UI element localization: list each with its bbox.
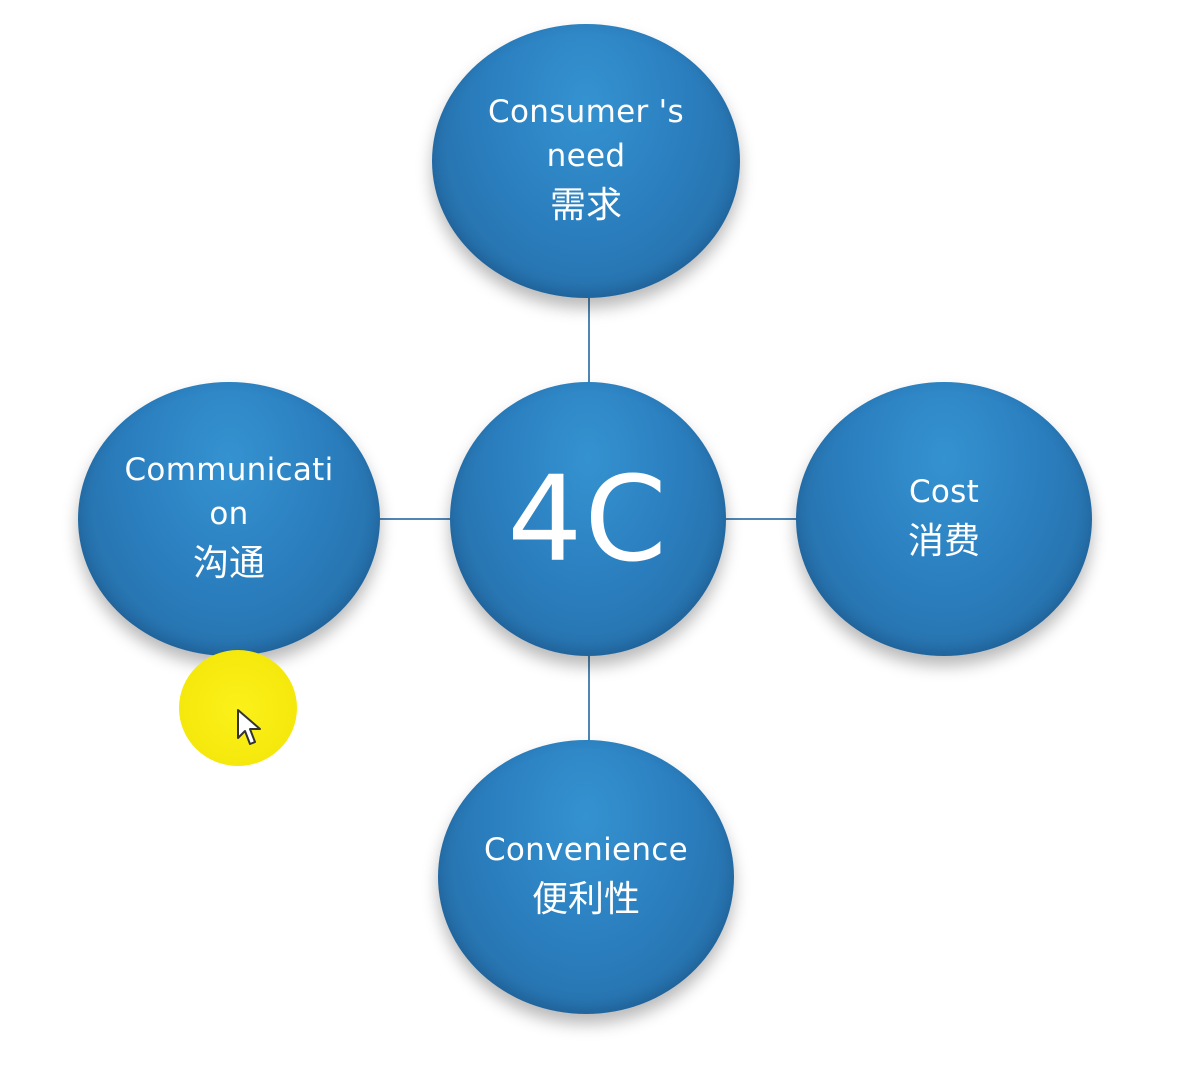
node-consumer-need-zh: 需求 <box>549 185 622 226</box>
node-communication-zh: 沟通 <box>192 543 265 584</box>
node-center-4c: 4C <box>450 382 726 656</box>
node-cost-en: Cost <box>908 474 980 510</box>
center-label: 4C <box>507 450 669 588</box>
node-communication: Communication 沟通 <box>78 382 380 656</box>
node-convenience-zh: 便利性 <box>531 879 640 920</box>
node-consumer-need-en: Consumer 's need <box>488 94 684 174</box>
node-cost-zh: 消费 <box>907 521 980 562</box>
node-convenience: Convenience 便利性 <box>438 740 734 1014</box>
node-consumer-need-text: Consumer 's need 需求 <box>466 90 706 232</box>
pointer-arrow-icon <box>237 709 261 745</box>
node-communication-text: Communication 沟通 <box>124 448 334 590</box>
node-cost: Cost 消费 <box>796 382 1092 656</box>
node-convenience-en: Convenience <box>483 832 689 868</box>
node-communication-en: Communication <box>124 452 334 532</box>
cursor-highlight <box>179 650 297 766</box>
node-consumer-need: Consumer 's need 需求 <box>432 24 740 298</box>
